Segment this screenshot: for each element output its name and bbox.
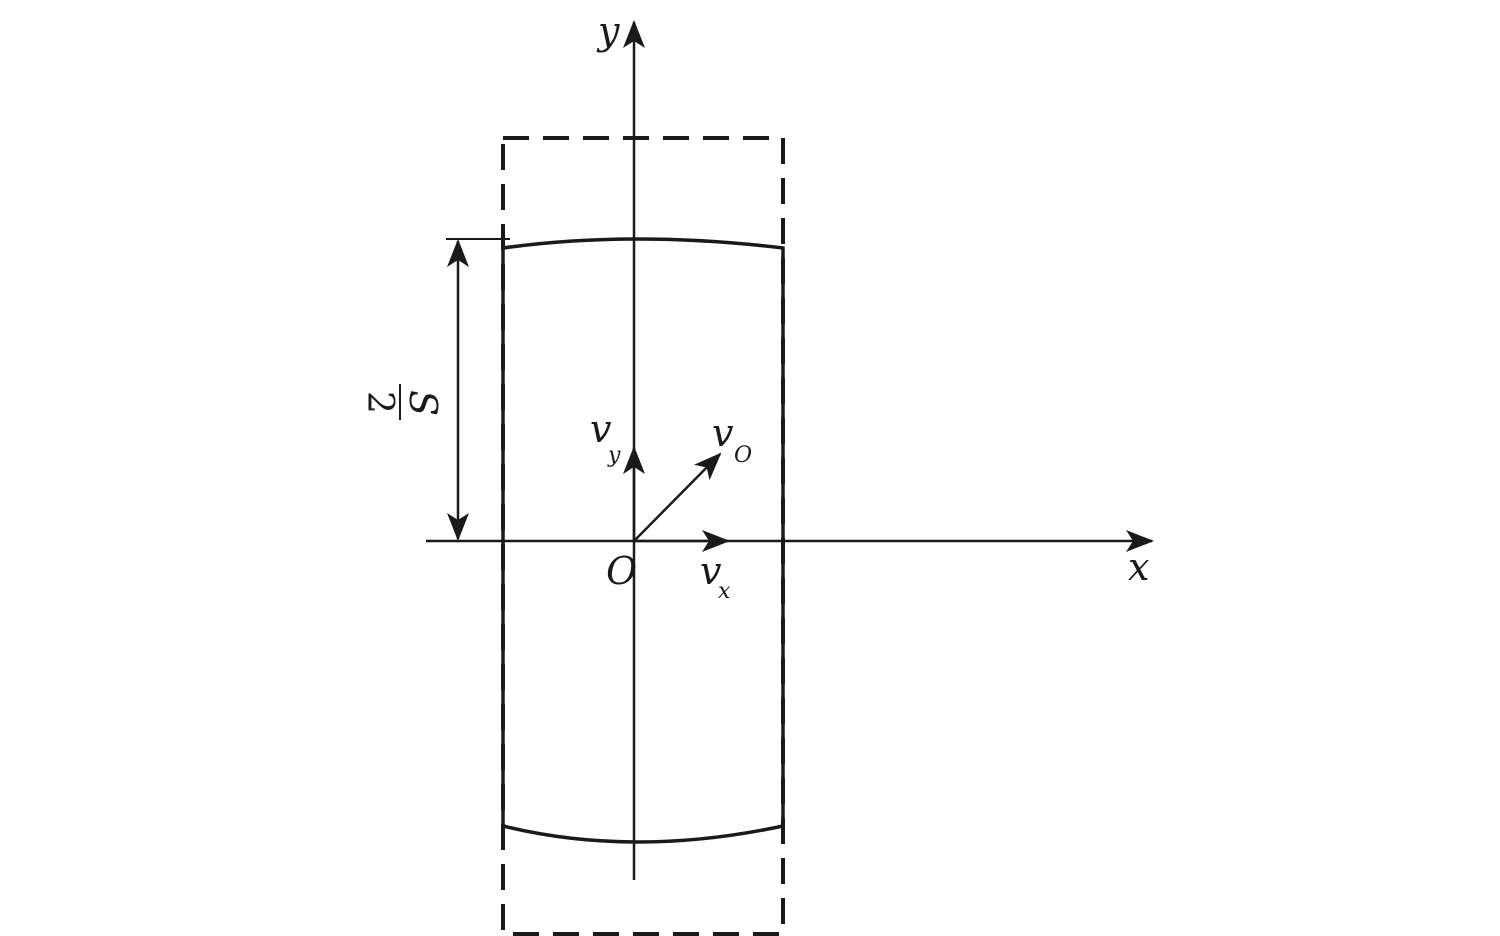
origin-label: O — [606, 549, 637, 593]
dimension-label-s-half: S 2 — [359, 384, 445, 420]
contact-patch-outline — [501, 237, 785, 844]
vy-label-sub: y — [607, 443, 621, 468]
fraction-numerator: S — [401, 390, 445, 416]
vx-label-main: v — [700, 549, 722, 593]
vo-vector — [633, 452, 722, 542]
vo-label-sub: O — [734, 443, 752, 468]
y-axis-label: y — [596, 9, 620, 53]
vy-label-main: v — [590, 407, 612, 451]
vx-label-sub: x — [718, 579, 731, 604]
vo-label-main: v — [712, 411, 734, 455]
dashed-boundary-rect — [501, 136, 785, 936]
fraction-denominator: 2 — [359, 391, 400, 414]
x-axis-label: x — [1128, 545, 1149, 589]
